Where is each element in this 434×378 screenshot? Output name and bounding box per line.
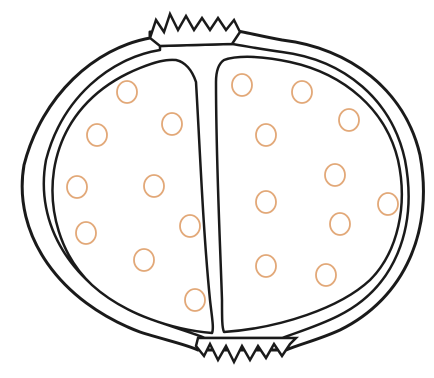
- top-crown: [150, 14, 240, 46]
